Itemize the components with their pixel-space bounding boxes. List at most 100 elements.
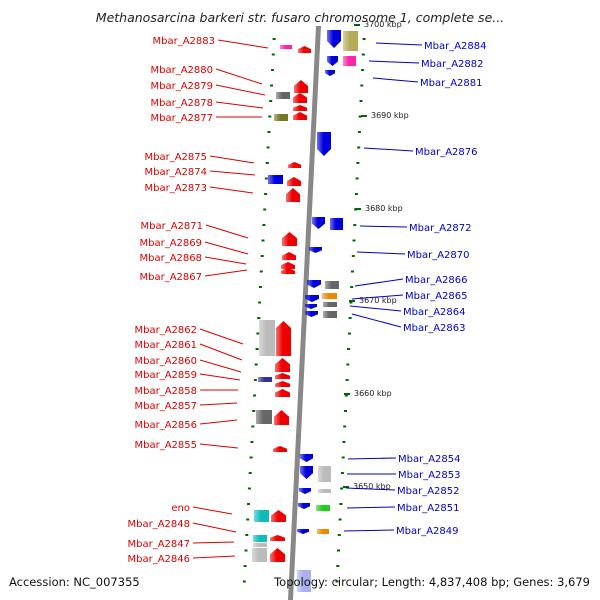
gene-leader-line <box>346 506 396 509</box>
gene-leader-line <box>354 278 404 287</box>
gene-label-Mbar_A2879: Mbar_A2879 <box>150 81 213 92</box>
gene-label-Mbar_A2855: Mbar_A2855 <box>134 440 197 451</box>
gene-label-Mbar_A2877: Mbar_A2877 <box>150 113 213 124</box>
gene-glyph <box>282 232 297 246</box>
scale-tick <box>347 348 351 350</box>
gene-glyph <box>276 321 291 356</box>
gene-leader-line <box>199 373 241 381</box>
scale-tick <box>257 317 261 319</box>
gene-label-Mbar_A2882: Mbar_A2882 <box>421 59 484 70</box>
scale-label: 3670 kbp <box>359 296 397 305</box>
gene-leader-line <box>204 256 247 265</box>
gene-leader-line <box>199 419 238 425</box>
gene-label-Mbar_A2857: Mbar_A2857 <box>134 401 197 412</box>
scale-tick <box>355 177 359 180</box>
gene-glyph <box>316 505 330 511</box>
gene-leader-line <box>199 328 244 345</box>
gene-glyph <box>274 114 288 121</box>
scale-label: 3660 kbp <box>354 389 392 398</box>
gene-glyph <box>293 105 307 111</box>
scale-tick <box>255 348 259 350</box>
scale-tick <box>259 270 263 273</box>
scale-tick <box>270 84 274 87</box>
gene-label-Mbar_A2863: Mbar_A2863 <box>403 323 466 334</box>
gene-leader-line <box>199 359 242 373</box>
scale-tick <box>243 565 247 567</box>
gene-glyph <box>300 454 313 462</box>
gene-glyph <box>297 529 309 534</box>
gene-leader-line <box>215 101 264 109</box>
gene-label-Mbar_A2849: Mbar_A2849 <box>396 526 459 537</box>
gene-glyph <box>253 535 267 542</box>
gene-glyph <box>322 293 337 299</box>
gene-glyph <box>271 510 286 522</box>
scale-tick <box>249 456 253 459</box>
scale-tick <box>261 239 265 242</box>
scale-tick <box>247 503 250 505</box>
gene-glyph <box>317 529 329 534</box>
scale-tick <box>359 100 363 102</box>
scale-major-tick <box>349 300 355 302</box>
gene-leader-line <box>359 225 408 228</box>
scale-tick <box>337 534 341 536</box>
gene-label-Mbar_A2865: Mbar_A2865 <box>405 291 468 302</box>
gene-label-Mbar_A2861: Mbar_A2861 <box>134 340 197 351</box>
scale-tick <box>338 518 342 521</box>
gene-glyph <box>305 295 319 302</box>
scale-tick <box>335 580 339 583</box>
gene-leader-line <box>192 506 233 515</box>
gene-glyph <box>254 510 269 522</box>
gene-label-Mbar_A2859: Mbar_A2859 <box>134 370 197 381</box>
chromosome-backbone <box>288 26 321 600</box>
scale-tick <box>246 518 250 521</box>
scale-tick <box>253 379 257 381</box>
scale-major-tick <box>355 208 361 210</box>
gene-glyph <box>275 389 290 397</box>
gene-glyph <box>298 46 311 53</box>
gene-glyph <box>275 381 290 387</box>
gene-leader-line <box>204 241 249 255</box>
gene-leader-line <box>209 170 256 176</box>
gene-glyph <box>253 543 267 547</box>
scale-tick <box>248 472 252 474</box>
scale-tick <box>260 255 264 257</box>
scale-tick <box>244 549 248 552</box>
scale-tick <box>250 441 254 443</box>
gene-glyph <box>323 311 337 318</box>
scale-tick <box>346 363 350 366</box>
gene-glyph <box>275 358 290 372</box>
gene-leader-line <box>351 313 402 328</box>
gene-leader-line <box>351 294 404 300</box>
gene-glyph <box>281 262 295 269</box>
gene-glyph <box>325 70 335 76</box>
gene-label-Mbar_A2870: Mbar_A2870 <box>407 250 470 261</box>
gene-label-Mbar_A2862: Mbar_A2862 <box>134 325 197 336</box>
scale-tick <box>345 379 349 381</box>
scale-label: 3690 kbp <box>371 111 409 120</box>
scale-tick <box>254 363 258 366</box>
scale-tick <box>358 115 362 118</box>
gene-leader-line <box>209 155 255 164</box>
gene-glyph <box>270 535 285 541</box>
gene-label-Mbar_A2873: Mbar_A2873 <box>144 183 207 194</box>
gene-leader-line <box>347 457 397 460</box>
gene-label-Mbar_A2858: Mbar_A2858 <box>134 386 197 397</box>
gene-leader-line <box>368 60 420 64</box>
gene-label-eno: eno <box>171 503 190 514</box>
gene-glyph <box>287 177 301 186</box>
gene-glyph <box>300 466 313 479</box>
gene-glyph <box>293 112 307 120</box>
gene-label-Mbar_A2854: Mbar_A2854 <box>398 454 461 465</box>
gene-glyph <box>323 302 337 307</box>
scale-tick <box>357 131 361 133</box>
scale-tick <box>340 472 344 474</box>
scale-tick <box>264 177 268 180</box>
gene-glyph <box>327 56 338 66</box>
scale-tick <box>347 332 351 335</box>
scale-tick <box>245 534 249 536</box>
gene-leader-line <box>215 84 266 96</box>
gene-glyph <box>305 304 317 309</box>
gene-label-Mbar_A2872: Mbar_A2872 <box>409 223 472 234</box>
gene-glyph <box>270 548 285 562</box>
